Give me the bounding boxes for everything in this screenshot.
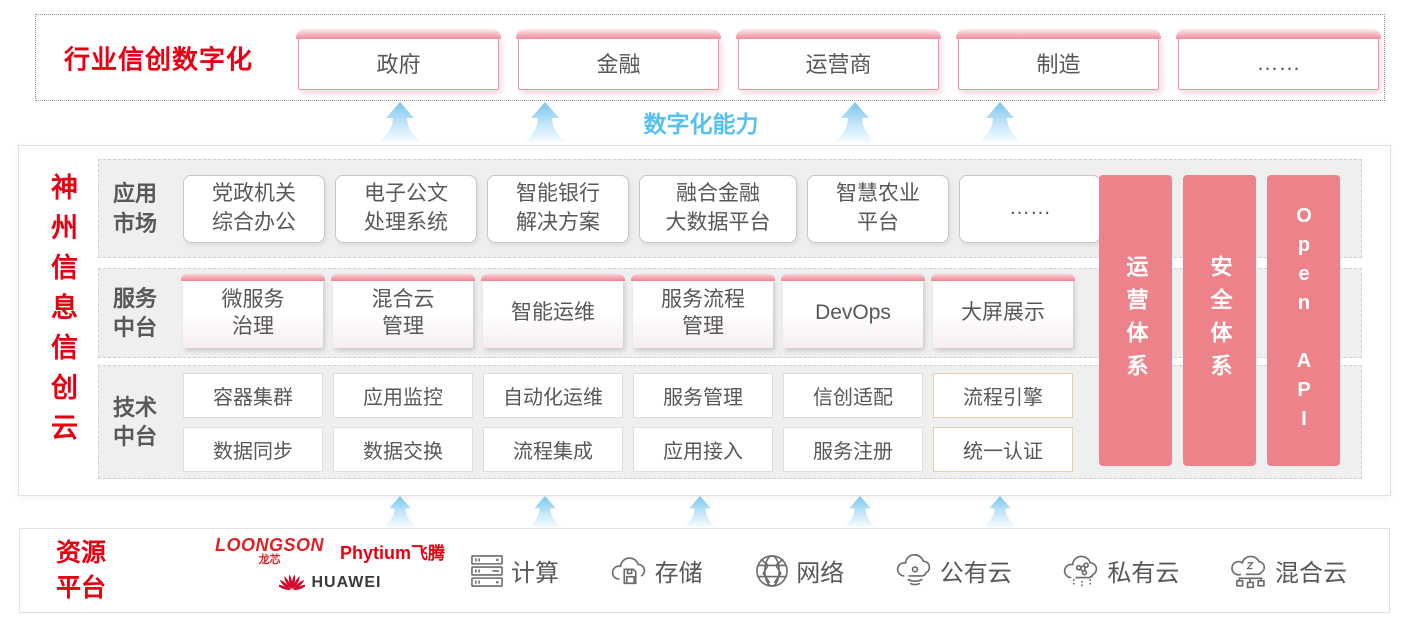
up-arrow-icon <box>983 496 1017 527</box>
app-box: 智能银行 解决方案 <box>487 174 629 243</box>
tech-box: 数据交换 <box>333 426 473 472</box>
tech-box: 自动化运维 <box>483 372 623 418</box>
resource-item-label: 网络 <box>796 560 845 587</box>
phytium-logo: Phytium飞腾 <box>340 539 445 564</box>
up-arrow-icon <box>528 496 562 527</box>
app-box: 电子公文 处理系统 <box>335 174 477 243</box>
service-box: 大屏展示 <box>931 274 1075 348</box>
private-cloud-icon <box>1064 555 1098 587</box>
platform-panel: 神州信息信创云 应用 市场 党政机关 综合办公 电子公文 处理系统 智能银行 解… <box>18 145 1391 496</box>
industry-box-more: …… <box>1176 29 1381 90</box>
phytium-wordmark: Phytium <box>340 543 412 563</box>
public-cloud-icon <box>896 553 930 585</box>
layer-label-service: 服务 中台 <box>113 285 158 340</box>
up-arrow-icon <box>843 496 877 527</box>
huawei-logo: HUAWEI <box>200 572 460 594</box>
up-arrow-icon <box>683 496 717 527</box>
resource-item-label: 计算 <box>511 560 559 587</box>
industry-box-government: 政府 <box>296 29 501 90</box>
app-market-boxes: 党政机关 综合办公 电子公文 处理系统 智能银行 解决方案 融合金融 大数据平台… <box>183 174 1101 243</box>
resource-item-label: 混合云 <box>1274 560 1347 587</box>
tech-box: 统一认证 <box>933 426 1073 472</box>
industry-box-manufacturing: 制造 <box>956 29 1161 90</box>
service-box: 混合云 管理 <box>331 274 475 348</box>
tech-box: 应用接入 <box>633 426 773 472</box>
app-box: 融合金融 大数据平台 <box>639 174 797 243</box>
banner-title: 行业信创数字化 <box>64 44 254 74</box>
service-layer: 服务 中台 微服务 治理 混合云 管理 智能运维 服务流程 管理 DevOps … <box>98 268 1362 358</box>
app-box-more: …… <box>959 174 1101 243</box>
layer-label-app-market: 应用 市场 <box>113 181 158 236</box>
hybrid-cloud-icon <box>1231 555 1266 588</box>
industry-label: 金融 <box>596 52 641 77</box>
loongson-logo: LOONGSON 龙芯 <box>215 536 324 566</box>
resource-label: 资源 平台 <box>56 538 107 602</box>
industry-box-operator: 运营商 <box>736 29 941 90</box>
service-box: 智能运维 <box>481 274 625 348</box>
service-box: DevOps <box>781 274 925 348</box>
service-boxes: 微服务 治理 混合云 管理 智能运维 服务流程 管理 DevOps 大屏展示 <box>181 274 1075 348</box>
platform-title: 神州信息信创云 <box>47 173 77 453</box>
resource-item-hybrid-cloud: 混合云 <box>1230 553 1347 589</box>
industry-box-finance: 金融 <box>516 29 721 90</box>
up-arrow-icon <box>524 102 566 142</box>
resource-panel: 资源 平台 LOONGSON 龙芯 Phytium飞腾 <box>19 528 1390 613</box>
huawei-wordmark: HUAWEI <box>311 574 382 591</box>
resource-item-label: 公有云 <box>939 560 1012 587</box>
loongson-wordmark: LOONGSON <box>214 535 324 555</box>
resource-item-label: 私有云 <box>1107 560 1180 587</box>
industry-label: 政府 <box>376 52 421 77</box>
up-arrow-icon <box>979 102 1021 142</box>
resource-item-private-cloud: 私有云 <box>1062 553 1179 589</box>
tech-box: 信创适配 <box>783 372 923 418</box>
industry-banner: 行业信创数字化 政府 金融 运营商 制造 …… <box>35 14 1385 101</box>
tech-box: 服务管理 <box>633 372 773 418</box>
tech-box: 流程引擎 <box>933 372 1073 418</box>
tech-layer: 技术 中台 容器集群 应用监控 自动化运维 服务管理 信创适配 流程引擎 数据同… <box>98 365 1362 479</box>
tech-box: 数据同步 <box>183 426 323 472</box>
tech-box: 应用监控 <box>333 372 473 418</box>
industry-strip: 政府 金融 运营商 制造 …… <box>296 29 1381 90</box>
industry-label: 制造 <box>1036 52 1081 77</box>
app-market-layer: 应用 市场 党政机关 综合办公 电子公文 处理系统 智能银行 解决方案 融合金融… <box>98 159 1362 258</box>
pillar-security: 安全体系 <box>1183 175 1256 466</box>
up-arrow-icon <box>379 102 421 142</box>
capability-label: 数字化能力 <box>643 111 759 137</box>
compute-icon <box>471 554 503 587</box>
app-box: 党政机关 综合办公 <box>183 174 325 243</box>
tech-box: 服务注册 <box>783 426 923 472</box>
tech-box: 流程集成 <box>483 426 623 472</box>
resource-item-compute: 计算 <box>468 552 559 590</box>
resource-items: 计算 存储 网络 <box>468 529 1347 612</box>
tech-box: 容器集群 <box>183 372 323 418</box>
phytium-cn-label: 飞腾 <box>411 544 446 563</box>
tech-boxes: 容器集群 应用监控 自动化运维 服务管理 信创适配 流程引擎 数据同步 数据交换… <box>183 372 1073 472</box>
up-arrow-icon <box>383 496 417 527</box>
service-box: 服务流程 管理 <box>631 274 775 348</box>
resource-item-public-cloud: 公有云 <box>895 553 1012 589</box>
resource-item-network: 网络 <box>753 552 844 590</box>
industry-label: 运营商 <box>805 52 872 77</box>
network-icon <box>756 554 789 587</box>
resource-item-storage: 存储 <box>610 553 703 589</box>
huawei-flower-icon <box>278 574 305 591</box>
service-box: 微服务 治理 <box>181 274 325 348</box>
app-box: 智慧农业 平台 <box>807 174 949 243</box>
resource-item-label: 存储 <box>654 560 703 587</box>
storage-icon <box>611 556 645 584</box>
pillar-open-api: Open API <box>1267 175 1340 466</box>
loongson-cn-label: 龙芯 <box>258 554 281 566</box>
vendor-logos: LOONGSON 龙芯 Phytium飞腾 HUAWE <box>200 536 460 594</box>
up-arrow-icon <box>834 102 876 142</box>
layer-label-tech: 技术 中台 <box>113 394 158 449</box>
industry-label: …… <box>1256 50 1301 75</box>
pillar-operations: 运营体系 <box>1099 175 1172 466</box>
